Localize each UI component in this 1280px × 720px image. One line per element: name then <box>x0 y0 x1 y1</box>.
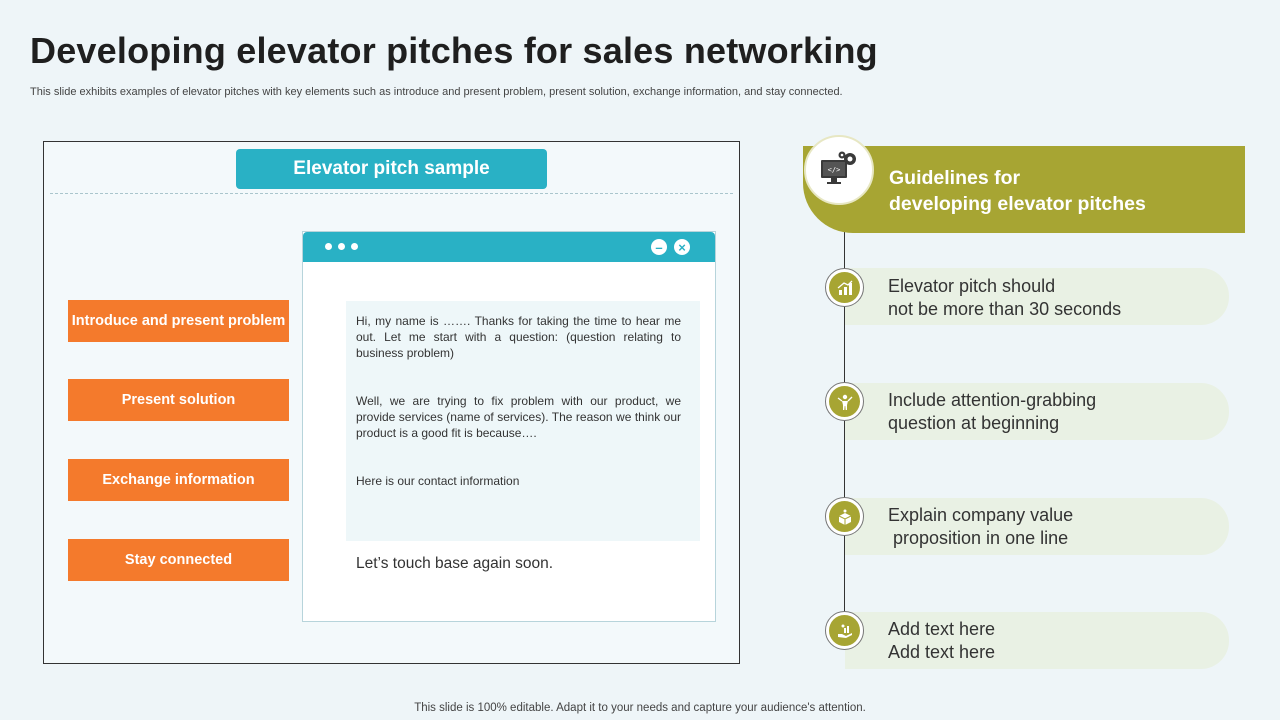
value-box-icon <box>825 497 864 536</box>
elevator-pitch-sample-header: Elevator pitch sample <box>236 149 547 189</box>
computer-gear-icon: </> <box>804 135 874 205</box>
hand-growth-icon <box>825 611 864 650</box>
step-stay-connected: Stay connected <box>68 539 289 581</box>
guideline-text: Include attention-grabbing question at b… <box>888 390 1097 433</box>
message-introduce: Hi, my name is ……. Thanks for taking the… <box>356 314 681 360</box>
step-introduce-problem: Introduce and present problem <box>68 300 289 342</box>
slide-subtitle: This slide exhibits examples of elevator… <box>30 86 843 98</box>
chart-growth-icon <box>825 268 864 307</box>
message-solution: Well, we are trying to fix problem with … <box>356 394 681 440</box>
slide-title: Developing elevator pitches for sales ne… <box>30 30 878 71</box>
svg-text:</>: </> <box>828 166 841 174</box>
window-dot-icon <box>351 243 358 250</box>
message-stay-connected: Let’s touch base again soon. <box>356 555 554 572</box>
person-presenting-icon <box>825 382 864 421</box>
guideline-item <box>845 612 1229 669</box>
guidelines-title: Guidelines for developing elevator pitch… <box>889 167 1146 215</box>
close-icon[interactable]: × <box>674 239 690 255</box>
browser-title-bar: – × <box>303 232 715 262</box>
window-dot-icon <box>325 243 332 250</box>
minimize-icon[interactable]: – <box>651 239 667 255</box>
elevator-pitch-panel: Elevator pitch sample Introduce and pres… <box>43 141 740 664</box>
browser-window: – × Hi, my name is ……. Thanks for taking… <box>302 231 716 622</box>
guideline-item <box>845 268 1229 325</box>
step-exchange-information: Exchange information <box>68 459 289 501</box>
guideline-item <box>845 383 1229 440</box>
slide-footer: This slide is 100% editable. Adapt it to… <box>414 702 866 714</box>
step-present-solution: Present solution <box>68 379 289 421</box>
guideline-item <box>845 498 1229 555</box>
guidelines-header: Guidelines for developing elevator pitch… <box>803 146 1245 233</box>
message-contact: Here is our contact information <box>356 474 520 488</box>
dashed-divider <box>50 193 733 194</box>
guideline-text: Elevator pitch should not be more than 3… <box>888 276 1122 319</box>
window-dot-icon <box>338 243 345 250</box>
guideline-text: Add text here Add text here <box>888 619 996 662</box>
message-area: Hi, my name is ……. Thanks for taking the… <box>346 301 700 541</box>
guideline-text: Explain company value proposition in one… <box>888 505 1074 548</box>
timeline-line <box>844 232 845 632</box>
